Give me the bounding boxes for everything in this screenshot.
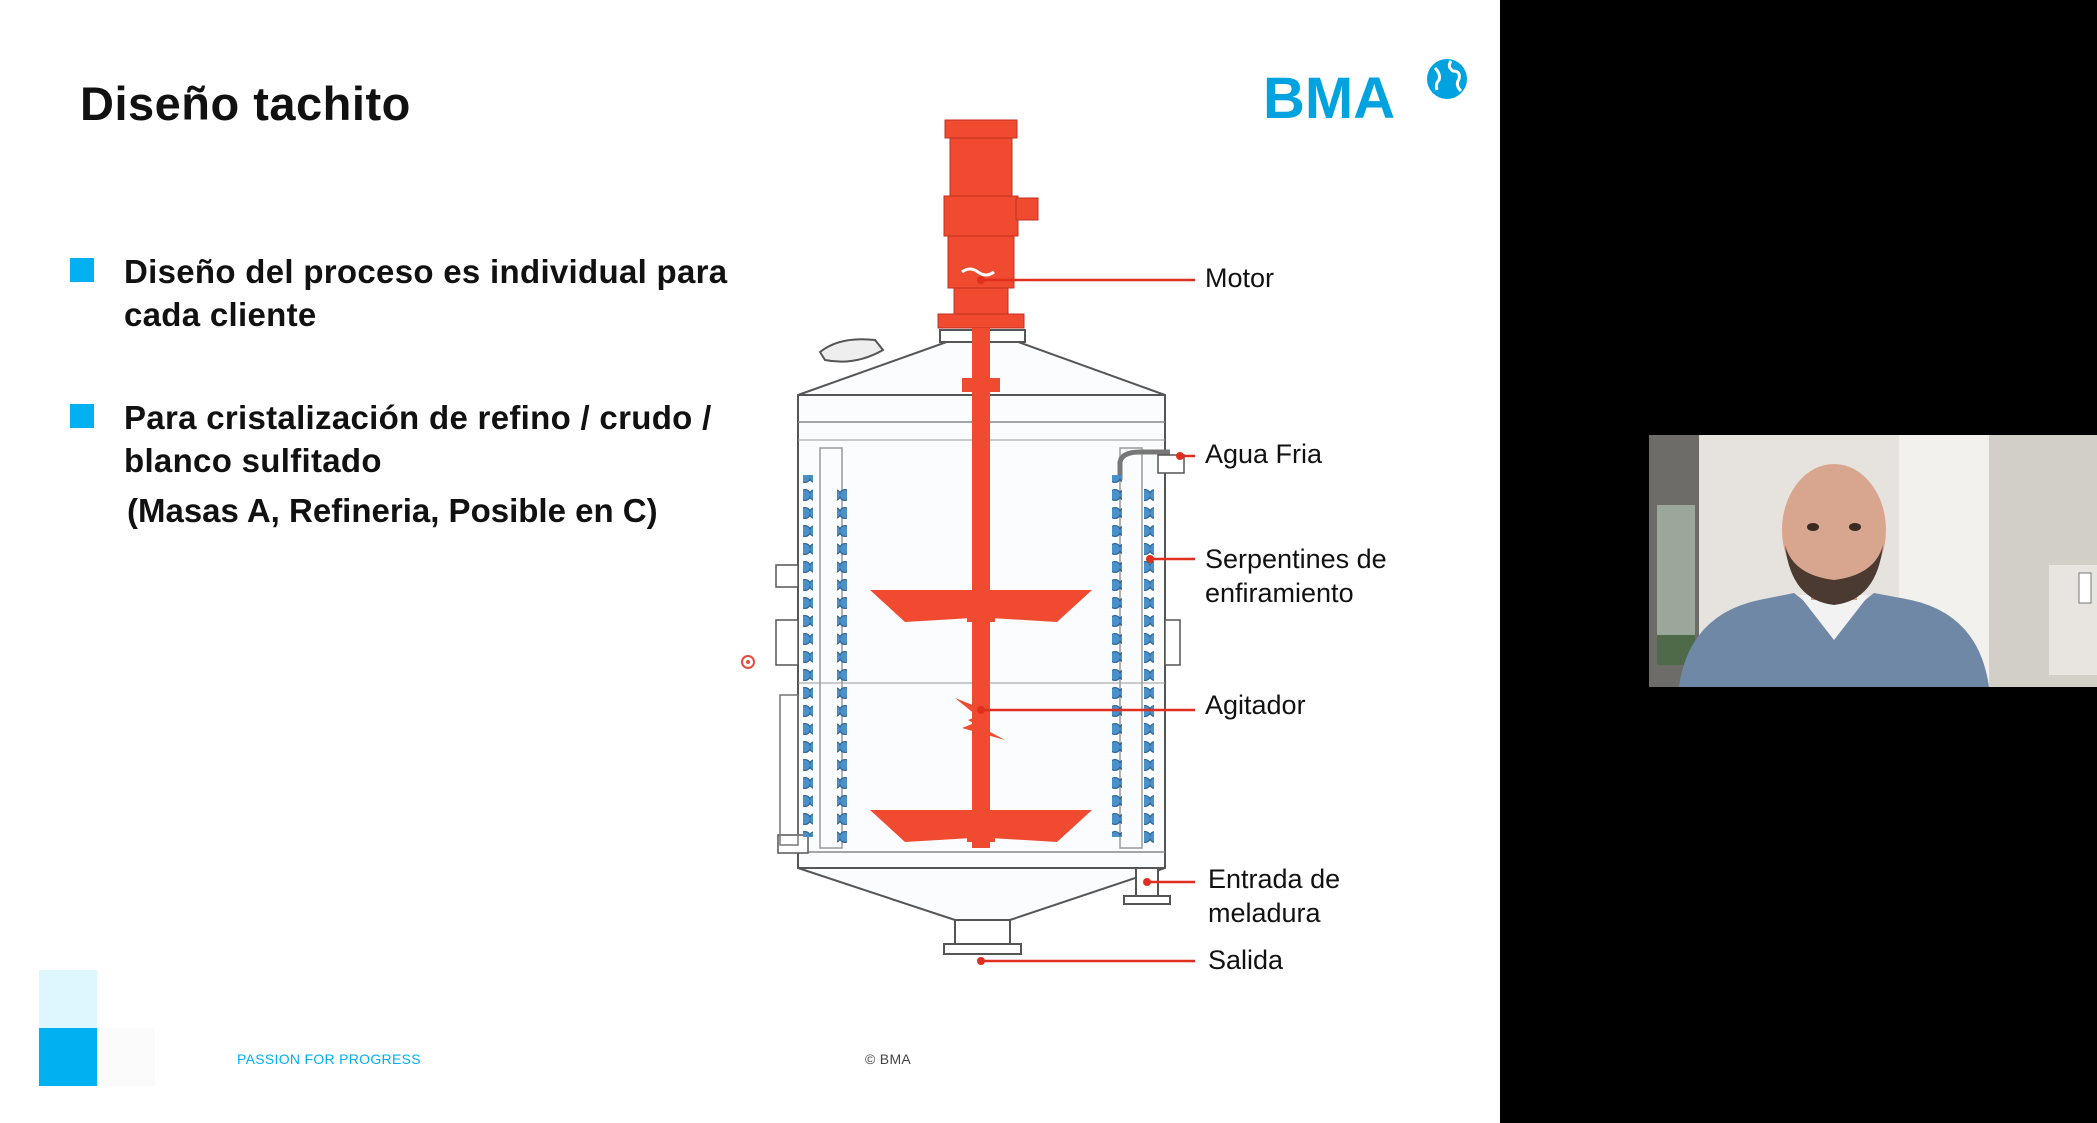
label-agitador: Agitador: [1205, 690, 1306, 720]
label-motor: Motor: [1205, 263, 1275, 293]
footer-tagline: PASSION FOR PROGRESS: [237, 1051, 421, 1067]
bullet-text-1: Diseño del proceso es individual para ca…: [124, 250, 727, 336]
presentation-slide: Diseño tachito BMA Diseño del proceso es…: [0, 0, 1500, 1123]
callout-lines: [977, 276, 1195, 965]
label-serpentines-line-2: enfiramiento: [1205, 578, 1354, 608]
decor-square-light: [39, 970, 97, 1028]
bullet-text-2: Para cristalización de refino / crudo / …: [124, 396, 712, 482]
label-entrada-line-2: meladura: [1208, 898, 1321, 928]
bullet-2-line-2: blanco sulfitado: [124, 442, 382, 479]
footer-copyright: © BMA: [865, 1051, 912, 1067]
globe-icon: [1427, 59, 1467, 99]
bma-logo: BMA: [1263, 59, 1467, 126]
bullet-sub-note: (Masas A, Refineria, Posible en C): [127, 492, 658, 529]
label-entrada-line-1: Entrada de: [1208, 864, 1341, 894]
logo-text: BMA: [1263, 66, 1395, 126]
decor-square-blue: [39, 1028, 97, 1086]
slide-title: Diseño tachito: [80, 77, 411, 130]
label-serpentines-line-1: Serpentines de: [1205, 544, 1387, 574]
agitator-assembly: [870, 119, 1092, 848]
bullet-1-line-2: cada cliente: [124, 296, 317, 333]
webcam-video-tile[interactable]: [1649, 435, 2097, 687]
cooling-coils: [803, 475, 1154, 847]
presenter-silhouette: [1679, 464, 1989, 687]
bullet-1-line-1: Diseño del proceso es individual para: [124, 253, 728, 290]
bullet-2-line-1: Para cristalización de refino / crudo /: [124, 399, 712, 436]
decor-square-pale: [97, 1028, 155, 1086]
bullet-square-icon: [70, 404, 94, 428]
bullet-square-icon: [70, 258, 94, 282]
label-serpentines: Serpentines de enfiramiento: [1205, 542, 1387, 610]
laser-pointer-icon: [741, 655, 755, 669]
label-agua-fria: Agua Fria: [1205, 439, 1323, 469]
webcam-frame: [1649, 435, 2097, 687]
label-salida: Salida: [1208, 945, 1284, 975]
crystallizer-diagram: [775, 119, 1195, 965]
label-entrada: Entrada de meladura: [1208, 862, 1340, 930]
